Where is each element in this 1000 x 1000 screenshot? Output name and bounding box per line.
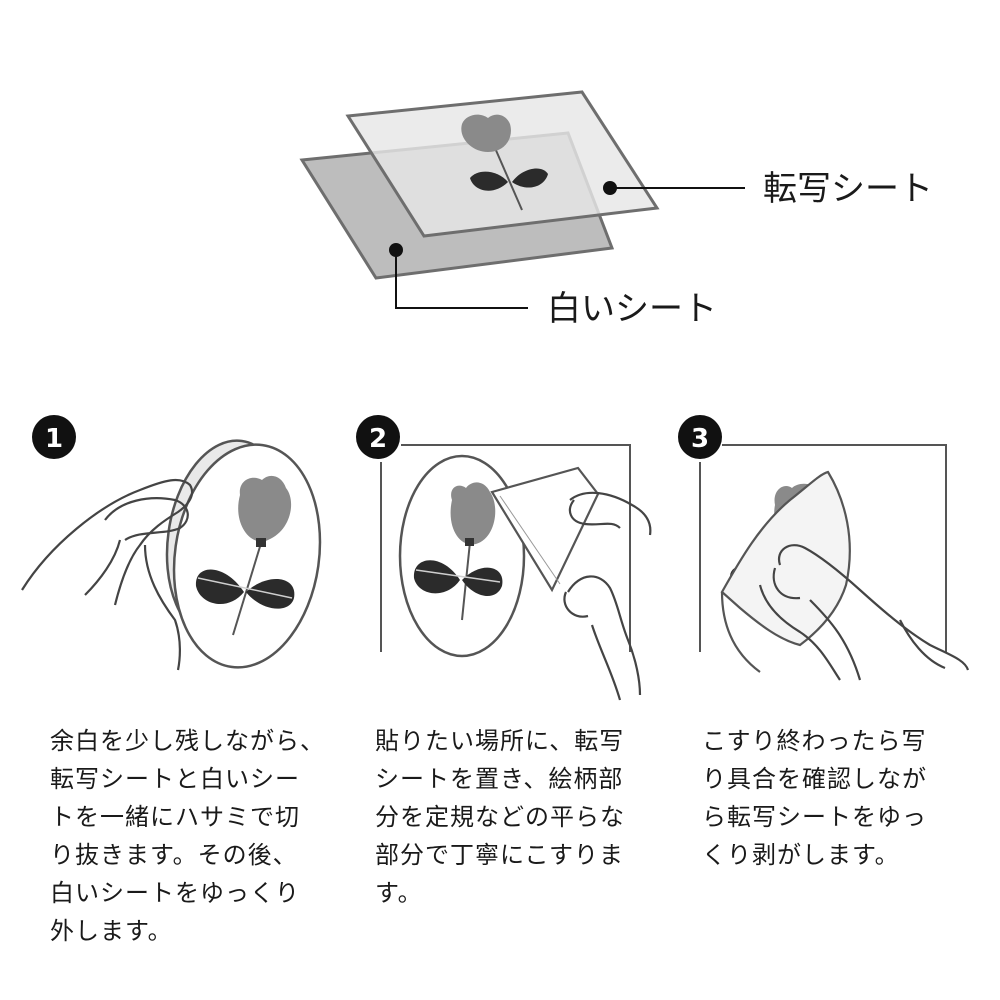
step-3-frame — [722, 444, 947, 652]
flower-motif — [461, 114, 548, 211]
step-3-caption: こすり終わったら写 り具合を確認しなが ら転写シートをゆっ くり剥がします。 — [702, 722, 972, 874]
step-2-illustration: 2 — [356, 415, 652, 701]
white-sheet-label: 白いシート — [547, 289, 717, 329]
white-sheet-pointer-line — [395, 250, 528, 309]
caption-line: 外します。 — [50, 917, 173, 945]
peeling-sheet — [720, 470, 851, 647]
caption-line: 余白を少し残しながら、 — [50, 727, 325, 755]
caption-line: ら転写シートをゆっ — [702, 803, 927, 831]
caption-line: 貼りたい場所に、転写 — [375, 727, 625, 755]
step-1-illustration: 1 — [21, 415, 322, 671]
caption-line: くり剥がします。 — [702, 841, 900, 869]
step-2-badge — [356, 415, 400, 459]
caption-line: こすり終わったら写 — [702, 727, 927, 755]
caption-line: 分を定規などの平らな — [375, 803, 625, 831]
caption-line: 部分で丁寧にこすりま — [375, 841, 625, 869]
step-1-badge — [32, 415, 76, 459]
caption-line: 転写シートと白いシー — [50, 765, 300, 793]
step-1-cutout — [172, 443, 322, 669]
step-3-number: 3 — [691, 424, 709, 454]
step-3-badge — [678, 415, 722, 459]
sheet-diagram: 転写シート 白いシート — [299, 90, 933, 329]
step-2-frame — [401, 444, 631, 652]
step-3-illustration: 3 — [678, 415, 970, 681]
transfer-sheet-label: 転写シート — [763, 169, 933, 209]
caption-line: トを一緒にハサミで切 — [50, 803, 300, 831]
caption-line: り抜きます。その後、 — [50, 841, 298, 869]
caption-line: シートを置き、絵柄部 — [375, 765, 624, 793]
step-2-caption: 貼りたい場所に、転写 シートを置き、絵柄部 分を定規などの平らな 部分で丁寧にこ… — [375, 722, 665, 912]
step-1-caption: 余白を少し残しながら、 転写シートと白いシー トを一緒にハサミで切 り抜きます。… — [50, 722, 340, 950]
step-1-number: 1 — [45, 424, 63, 454]
caption-line: 白いシートをゆっくり — [50, 879, 300, 907]
step-2-number: 2 — [369, 424, 387, 454]
caption-line: り具合を確認しなが — [702, 765, 927, 793]
caption-line: す。 — [375, 879, 423, 907]
